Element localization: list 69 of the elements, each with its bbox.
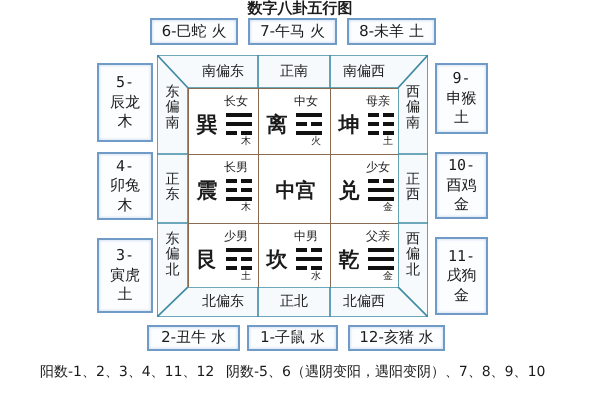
zodiac-label: 3-寅虎土: [109, 246, 141, 305]
direction-label: 西偏北: [406, 232, 420, 278]
zodiac-box: [347, 18, 436, 45]
direction-label: 正北: [280, 294, 308, 310]
direction-label: 北偏西: [343, 294, 385, 310]
zodiac-box: [147, 325, 240, 351]
zodiac-label: 8-未羊 土: [359, 22, 424, 42]
zodiac-label: 12-亥猪 水: [359, 328, 434, 348]
zodiac-box: [435, 237, 488, 315]
zodiac-label: 7-午马 火: [260, 22, 325, 42]
zodiac-label: 2-丑牛 水: [161, 328, 226, 348]
zodiac-box: [97, 63, 153, 142]
family-role-label: 父亲: [366, 230, 390, 242]
trigram-name: 巽: [196, 114, 218, 136]
zodiac-label: 10-酉鸡金: [446, 156, 478, 215]
family-role-label: 长男: [224, 161, 248, 173]
element-label: 金: [383, 272, 393, 282]
zodiac-box: [97, 152, 153, 220]
trigram-name: 兑: [338, 180, 360, 202]
zodiac-label: 5-辰龙木: [109, 73, 141, 132]
note-text: 阳数-1、2、3、4、11、12: [40, 364, 214, 380]
zodiac-box: [247, 325, 338, 351]
family-role-label: 少男: [224, 230, 248, 242]
note-text: 阴数-5、6（遇阴变阳，遇阳变阴）、7、8、9、10: [226, 364, 546, 380]
zodiac-box: [248, 18, 337, 45]
diagram-title: 数字八卦五行图: [248, 0, 352, 17]
element-label: 水: [311, 272, 321, 282]
zodiac-box: [435, 152, 488, 219]
direction-label: 东偏北: [166, 232, 180, 278]
zodiac-box: [150, 18, 238, 45]
element-label: 木: [241, 203, 251, 213]
zodiac-label: 11-戌狗金: [446, 246, 478, 306]
direction-label: 正南: [280, 64, 308, 80]
family-role-label: 中男: [294, 230, 318, 242]
family-role-label: 母亲: [366, 95, 390, 107]
zodiac-label: 1-子鼠 水: [260, 328, 325, 348]
element-label: 土: [241, 272, 251, 282]
family-role-label: 少女: [366, 161, 390, 173]
element-label: 火: [311, 137, 321, 147]
direction-label: 北偏东: [202, 294, 244, 310]
element-label: 木: [241, 137, 251, 147]
zodiac-box: [435, 63, 488, 134]
direction-label: 正东: [166, 172, 180, 204]
zodiac-box: [97, 238, 153, 313]
element-label: 金: [383, 203, 393, 213]
direction-label: 东偏南: [166, 84, 180, 132]
direction-label: 正西: [406, 172, 420, 204]
trigram-name: 离: [266, 114, 288, 136]
direction-label: 南偏西: [343, 64, 385, 80]
direction-band: [157, 287, 258, 317]
direction-band: [157, 55, 188, 154]
zodiac-label: 6-巳蛇 火: [162, 22, 226, 42]
family-role-label: 中女: [294, 95, 318, 107]
direction-label: 西偏南: [406, 84, 420, 132]
zodiac-label: 9-申猴土: [446, 69, 478, 128]
center-label: 中宫: [276, 180, 316, 200]
trigram-name: 艮: [196, 250, 218, 270]
trigram-name: 乾: [338, 250, 360, 270]
element-label: 土: [383, 137, 393, 147]
direction-label: 南偏东: [202, 64, 244, 80]
zodiac-label: 4-卯兔木: [109, 156, 141, 216]
family-role-label: 长女: [224, 95, 248, 107]
trigram-name: 坎: [266, 250, 288, 270]
trigram-cell: [188, 88, 259, 155]
zodiac-box: [348, 325, 445, 351]
direction-band: [398, 55, 428, 154]
trigram-name: 震: [196, 180, 218, 202]
trigram-name: 坤: [338, 114, 360, 136]
direction-band: [330, 287, 428, 317]
